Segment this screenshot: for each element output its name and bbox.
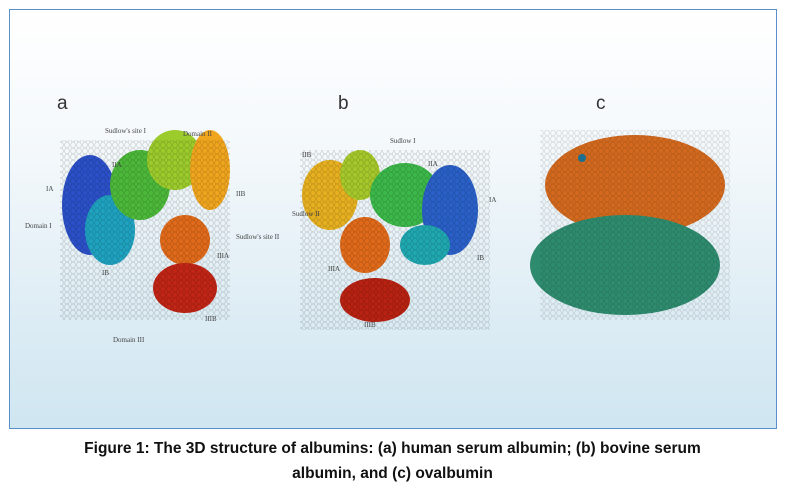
label-a-domain-ii: Domain II bbox=[183, 130, 212, 138]
label-a-domain-i: Domain I bbox=[25, 222, 52, 230]
hsa-structure bbox=[60, 130, 230, 320]
caption-line-2: albumin, and (c) ovalbumin bbox=[292, 465, 493, 482]
label-b-ib: IB bbox=[477, 254, 484, 262]
caption-line-1: Figure 1: The 3D structure of albumins: … bbox=[84, 440, 701, 457]
label-b-sudlow-ii: Sudlow II bbox=[292, 210, 320, 218]
figure-caption: Figure 1: The 3D structure of albumins: … bbox=[0, 436, 785, 486]
label-a-iib: IIB bbox=[236, 190, 246, 198]
figure-image: a b c Sudlow's site I Domain II IIA IA I… bbox=[9, 9, 777, 429]
label-b-iiia: IIIA bbox=[328, 265, 341, 273]
label-b-iib: IIB bbox=[302, 151, 312, 159]
label-a-domain-iii: Domain III bbox=[113, 336, 145, 344]
label-b-sudlow-i: Sudlow I bbox=[390, 137, 416, 145]
bsa-structure bbox=[300, 150, 490, 330]
protein-structures bbox=[60, 130, 730, 330]
panel-label-a: a bbox=[57, 93, 68, 114]
label-a-iiib: IIIB bbox=[205, 315, 217, 323]
label-a-ia: IA bbox=[46, 185, 54, 193]
label-b-iiib: IIIB bbox=[364, 321, 376, 329]
ovalbumin-structure bbox=[530, 130, 730, 320]
panel-label-b: b bbox=[338, 93, 349, 114]
label-b-iia: IIA bbox=[428, 160, 438, 168]
label-a-iiia: IIIA bbox=[217, 252, 230, 260]
label-a-ib: IB bbox=[102, 269, 109, 277]
label-a-iia: IIA bbox=[112, 161, 122, 169]
label-a-sudlow-ii: Sudlow's site II bbox=[236, 233, 280, 241]
label-b-ia: IA bbox=[489, 196, 497, 204]
panel-label-c: c bbox=[596, 93, 606, 114]
label-a-sudlow-i: Sudlow's site I bbox=[105, 127, 146, 135]
